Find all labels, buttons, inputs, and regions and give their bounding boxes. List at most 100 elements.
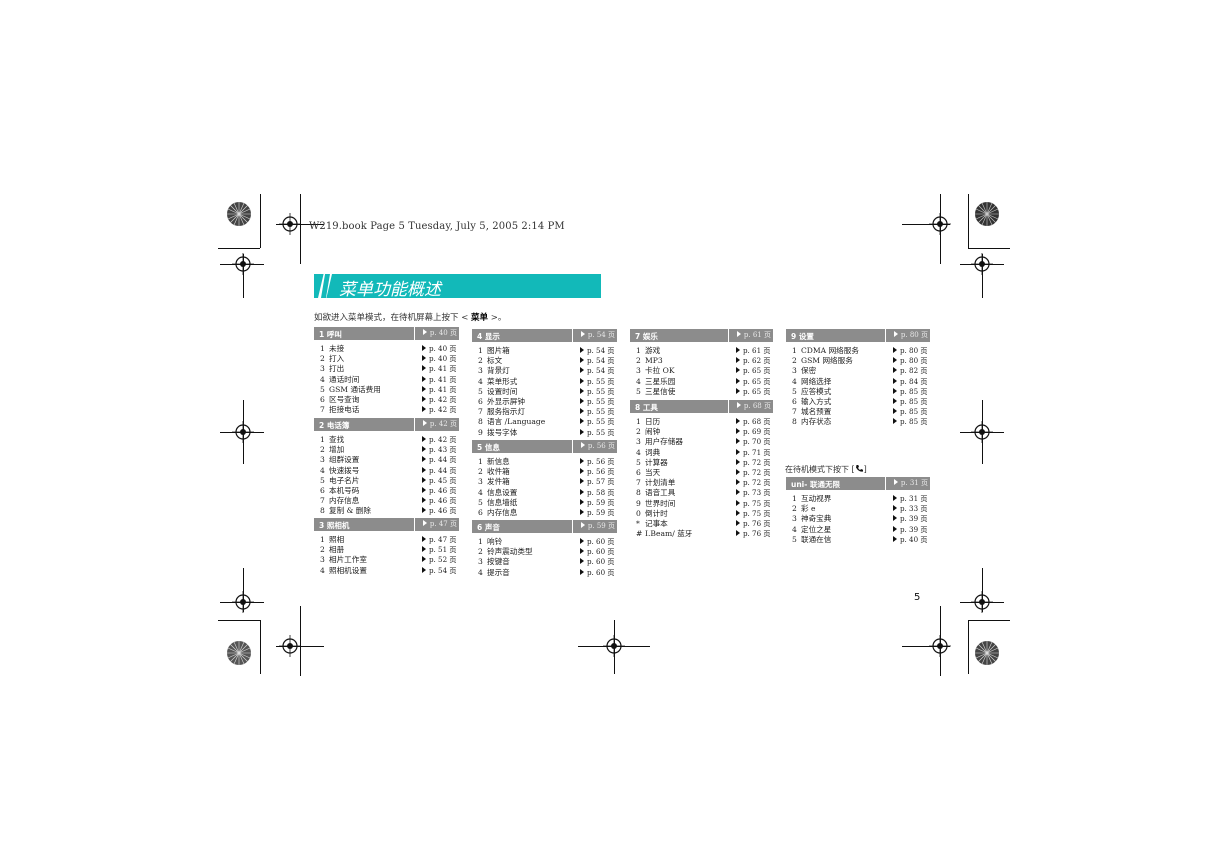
arrow-right-icon: [580, 478, 584, 485]
arrow-right-icon: [736, 479, 740, 486]
arrow-right-icon: [580, 331, 585, 337]
menu-item-number: 8: [320, 506, 325, 516]
menu-item-label: 拒接电话: [329, 405, 360, 415]
menu-item-label: 信息设置: [487, 487, 518, 497]
arrow-right-icon: [422, 466, 426, 473]
menu-item-label: 复制 & 删除: [329, 506, 371, 516]
menu-item-page-ref: p. 62 页: [736, 356, 770, 366]
arrow-right-icon: [893, 347, 897, 353]
menu-item-page-ref: p. 42 页: [422, 435, 456, 445]
menu-item: #I.Beam/ 蓝牙: [636, 529, 692, 539]
section-page-ref: p. 47 页: [414, 518, 459, 531]
menu-item-page-ref: p. 58 页: [580, 488, 614, 498]
menu-item-label: 神奇宝典: [801, 514, 832, 524]
section-page-ref: p. 56 页: [572, 440, 617, 453]
section-title: uni- 联通无限: [791, 479, 840, 489]
registration-mark-icon: [279, 635, 301, 657]
arrow-right-icon: [422, 329, 427, 335]
menu-item-page-ref: p. 80 页: [893, 346, 927, 356]
arrow-right-icon: [580, 377, 584, 384]
menu-item-page-ref: p. 76 页: [736, 529, 770, 539]
arrow-right-icon: [736, 530, 740, 537]
arrow-right-icon: [580, 442, 585, 448]
menu-item-label: 组群设置: [329, 455, 360, 465]
menu-item-page-ref: p. 59 页: [580, 498, 614, 508]
menu-item-label: MP3: [645, 356, 663, 366]
menu-item-page-ref: p. 56 页: [580, 467, 614, 477]
arrow-right-icon: [736, 418, 740, 424]
menu-item-page-ref: p. 46 页: [422, 486, 456, 496]
menu-item-page-ref: p. 72 页: [736, 478, 770, 488]
menu-item-number: 1: [320, 435, 325, 444]
arrow-right-icon: [893, 331, 898, 337]
menu-item-page-ref: p. 65 页: [736, 366, 770, 376]
arrow-right-icon: [736, 458, 740, 465]
menu-item-number: 3: [478, 366, 483, 376]
menu-item-label: 网络选择: [801, 376, 832, 386]
menu-item-number: 3: [792, 366, 797, 376]
arrow-right-icon: [422, 507, 426, 514]
menu-item-number: 7: [478, 407, 483, 417]
menu-item-label: 彩 e: [801, 504, 816, 514]
menu-item-page-ref: p. 31 页: [893, 494, 927, 504]
menu-item-page-ref: p. 47 页: [422, 535, 456, 545]
menu-item-label: 收件箱: [487, 467, 510, 477]
arrow-right-icon: [422, 375, 426, 382]
menu-item-page-ref: p. 40 页: [422, 344, 456, 354]
arrow-right-icon: [893, 525, 897, 532]
arrow-right-icon: [422, 536, 426, 542]
menu-item-label: 打出: [329, 364, 345, 374]
menu-item-number: 6: [636, 468, 641, 477]
uni-note: 在待机模式下按下 []: [785, 465, 867, 474]
menu-item-page-ref: p. 85 页: [893, 387, 927, 397]
menu-item-label: 当天: [645, 468, 661, 477]
menu-item-label: 计算器: [645, 457, 668, 467]
menu-item-number: 2: [478, 467, 483, 477]
arrow-right-icon: [736, 469, 740, 475]
arrow-right-icon: [580, 387, 584, 394]
menu-item-label: 标文: [487, 356, 503, 366]
menu-item-number: 7: [320, 496, 325, 506]
arrow-right-icon: [422, 476, 426, 483]
registration-mark-icon: [232, 421, 254, 443]
menu-item: 3 神奇宝典: [792, 514, 831, 524]
menu-item-page-ref: p. 52 页: [422, 555, 456, 565]
arrow-right-icon: [736, 377, 740, 384]
arrow-right-icon: [422, 456, 426, 463]
menu-item-label: 内存信息: [487, 508, 518, 517]
menu-item-label: 内存信息: [329, 496, 360, 506]
menu-item-number: 1: [320, 535, 325, 544]
title-banner: 菜单功能概述: [314, 274, 601, 300]
menu-item-label: 铃声震动类型: [487, 547, 533, 557]
menu-item-number: 8: [792, 417, 797, 427]
section-title: 2 电话簿: [319, 420, 350, 430]
menu-item-number: 3: [792, 514, 797, 524]
arrow-right-icon: [893, 357, 897, 364]
menu-item-label: 电子名片: [329, 475, 360, 485]
registration-mark-icon: [971, 253, 993, 275]
menu-item-page-ref: p. 60 页: [580, 547, 614, 557]
section-title: 1 呼叫: [319, 329, 342, 339]
menu-item-number: 2: [320, 354, 325, 364]
menu-item-number: 7: [320, 405, 325, 415]
menu-item-page-ref: p. 55 页: [580, 428, 614, 438]
registration-mark-icon: [232, 253, 254, 275]
menu-item-label: 外显示屏钟: [487, 397, 525, 406]
menu-item-number: 3: [320, 555, 325, 565]
